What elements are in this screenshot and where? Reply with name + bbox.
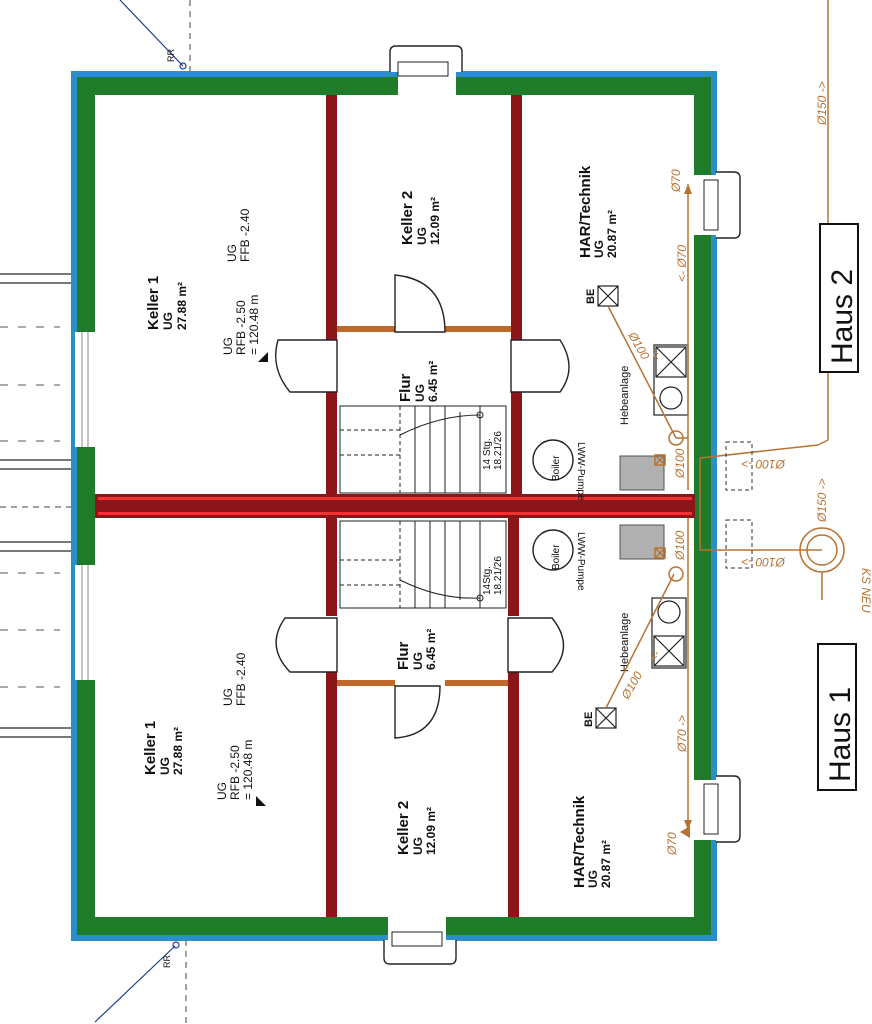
be-drain-haus2 (597, 285, 619, 307)
be-label-haus1: BE (583, 712, 595, 727)
h2-keller1-name: Keller 1 (145, 276, 162, 330)
h2-level-abs: = 120.48 m (247, 295, 261, 355)
h1-stair-ratio: 18.21/26 (493, 556, 504, 595)
h1-keller2-area: 12.09 m² (424, 807, 438, 855)
boiler-haus1 (532, 529, 574, 571)
staircase-haus2 (339, 405, 507, 494)
pipe-d70-h2-b: <- Ø70 (675, 245, 689, 282)
haus2-label-box (819, 223, 859, 373)
h2-level-marker (258, 352, 268, 362)
h1-level-marker (256, 796, 266, 806)
h1-technik-area: 20.87 m² (599, 840, 613, 888)
rr-label-bottom: RR (162, 955, 172, 968)
h2-keller1-level: UG (161, 312, 175, 330)
h2-keller2-area: 12.09 m² (428, 197, 442, 245)
door-lintels (337, 326, 511, 686)
haus2-label: Haus 2 (826, 269, 859, 364)
h1-level-rfb: RFB -2.50 (228, 745, 242, 800)
top-bottom-windows (383, 45, 463, 965)
haus1-label: Haus 1 (824, 687, 857, 782)
hebeanlage-haus2 (653, 344, 689, 416)
pipe-d70-h2-a: Ø70 (669, 169, 683, 193)
h2-keller2-name: Keller 2 (399, 191, 416, 245)
h1-level-ug-right: UG (221, 688, 235, 706)
light-wells (0, 273, 76, 738)
h1-keller1-level: UG (158, 757, 172, 775)
lww-pumpe-label-haus2: LWW-Pumpe (575, 442, 586, 501)
boiler-label-haus1: Boiler (551, 544, 562, 570)
haus1-label-box (817, 643, 857, 791)
h1-technik-level: UG (586, 870, 600, 888)
h2-level-ug-right: UG (225, 244, 239, 262)
pipe-d70-h1-a: Ø70 -> (675, 715, 689, 753)
boiler-label-haus2: Boiler (551, 455, 562, 481)
h1-keller1-name: Keller 1 (142, 721, 159, 775)
h2-flur-area: 6.45 m² (426, 361, 440, 402)
h1-technik-name: HAR/Technik (571, 795, 588, 888)
pipe-d150-mid: Ø150 -> (815, 478, 829, 523)
h2-level-ug-left: UG (221, 337, 235, 355)
staircase-haus1 (339, 520, 507, 609)
h1-flur-name: Flur (395, 642, 412, 670)
rr-lines (94, 0, 184, 1023)
left-windows (75, 332, 97, 680)
exterior-dashed-boxes (725, 441, 753, 569)
h2-technik-area: 20.87 m² (605, 210, 619, 258)
h1-stair-steps: 14Stg. (482, 566, 493, 595)
h2-level-rfb: RFB -2.50 (234, 300, 248, 355)
pipe-d70-h1-b: Ø70 (665, 832, 679, 856)
pipe-d150-top: Ø150 -> (815, 81, 829, 126)
h2-technik-name: HAR/Technik (577, 165, 594, 258)
lww-pump-unit-haus2 (619, 455, 665, 491)
door-swings (275, 274, 570, 739)
h1-keller1-area: 27.88 m² (171, 727, 185, 775)
pipe-ks-neu: KS NEU (859, 568, 872, 613)
h1-keller2-level: UG (411, 837, 425, 855)
h1-flur-level: UG (411, 652, 425, 670)
h1-level-abs: = 120.48 m (241, 740, 255, 800)
pipe-d100-h1-ext: Ø100 -> (741, 555, 786, 569)
h1-level-ffb: FFB -2.40 (234, 652, 248, 706)
be-label-haus2: BE (585, 289, 597, 304)
pipe-d100-h2-vert: Ø100 (673, 448, 687, 479)
be-drain-haus1 (595, 707, 617, 729)
h2-keller1-area: 27.88 m² (175, 282, 189, 330)
h2-flur-name: Flur (397, 374, 414, 402)
inner-walls (95, 95, 695, 917)
h2-level-ffb: FFB -2.40 (238, 208, 252, 262)
hebeanlage-label-haus1: Hebeanlage (619, 613, 631, 672)
pipe-d100-h1-vert: Ø100 (673, 530, 687, 561)
rr-label-top: RR (166, 49, 176, 62)
boiler-haus2 (532, 439, 574, 481)
right-windows (690, 171, 741, 843)
h1-level-ug-left: UG (215, 782, 229, 800)
h1-keller2-name: Keller 2 (395, 801, 412, 855)
hebeanlage-label-haus2: Hebeanlage (619, 366, 631, 425)
h2-stair-ratio: 18.21/26 (493, 431, 504, 470)
h2-flur-level: UG (413, 384, 427, 402)
lww-pump-unit-haus1 (619, 524, 665, 560)
h2-stair-steps: 14 Stg. (482, 438, 493, 470)
h2-keller2-level: UG (415, 227, 429, 245)
h2-technik-level: UG (592, 240, 606, 258)
pipe-arrows (680, 184, 692, 838)
hebeanlage-haus1 (651, 597, 687, 669)
pipe-d100-h2-ext: Ø100 -> (741, 457, 786, 471)
h1-flur-area: 6.45 m² (424, 629, 438, 670)
lww-pumpe-label-haus1: LWW-Pumpe (575, 532, 586, 591)
